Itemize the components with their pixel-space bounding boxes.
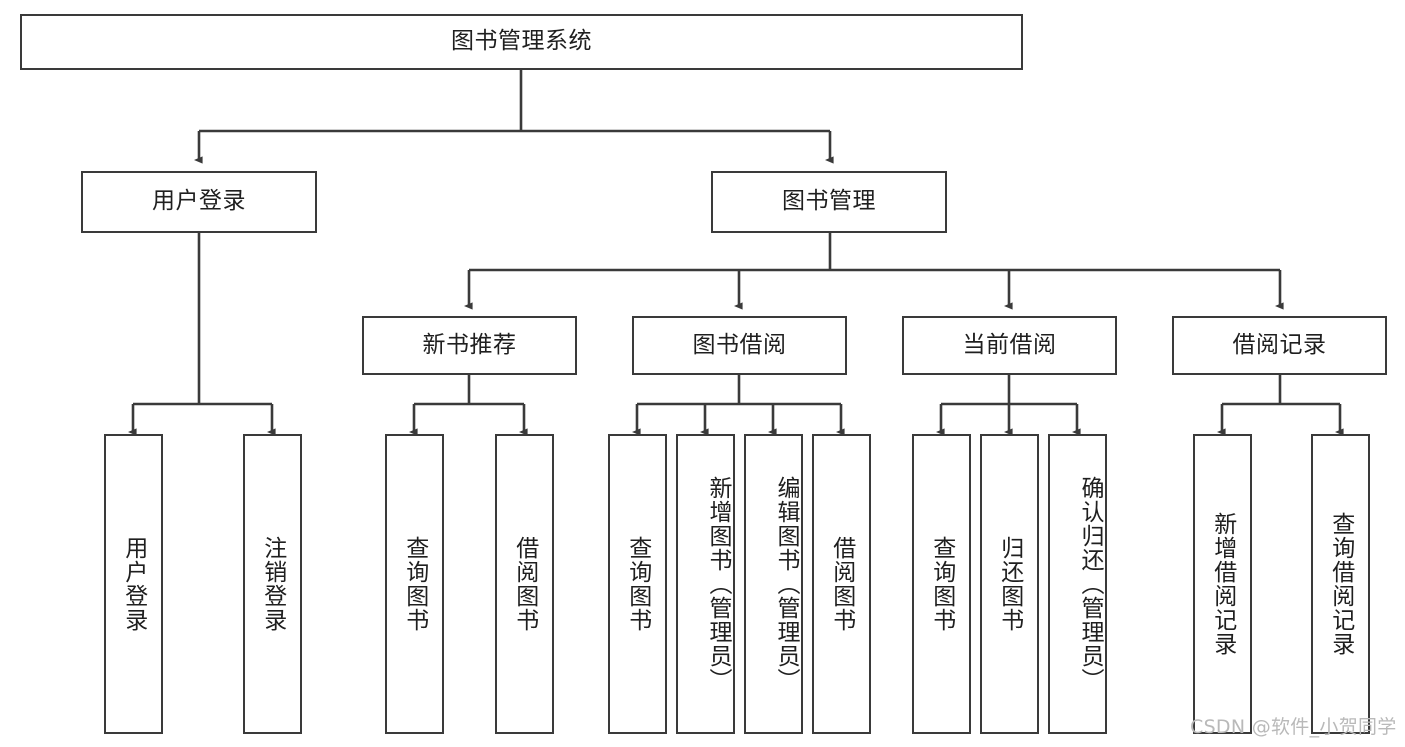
- leaf-borrow-book-newbook[interactable]: 借阅图书: [495, 434, 554, 734]
- node-label: 借阅记录: [1232, 331, 1327, 358]
- node-label: 新书推荐: [422, 331, 517, 358]
- leaf-add-book-admin[interactable]: 新增图书（管理员）: [676, 434, 735, 734]
- leaf-user-login[interactable]: 用户登录: [104, 434, 163, 734]
- node-label: 当前借阅: [962, 331, 1057, 358]
- node-label: 借阅图书: [511, 536, 538, 632]
- leaf-edit-book-admin[interactable]: 编辑图书（管理员）: [744, 434, 803, 734]
- node-label: 新增图书（管理员）: [705, 476, 731, 692]
- leaf-query-book-newbook[interactable]: 查询图书: [385, 434, 444, 734]
- leaf-query-book-borrow[interactable]: 查询图书: [608, 434, 667, 734]
- node-new-book-recommend[interactable]: 新书推荐: [362, 316, 577, 375]
- node-label: 确认归还（管理员）: [1077, 476, 1103, 692]
- leaf-return-book[interactable]: 归还图书: [980, 434, 1039, 734]
- leaf-confirm-return-admin[interactable]: 确认归还（管理员）: [1048, 434, 1107, 734]
- node-borrow-record[interactable]: 借阅记录: [1172, 316, 1387, 375]
- node-label: 查询图书: [928, 536, 955, 632]
- node-label: 查询图书: [624, 536, 651, 632]
- leaf-borrow-book[interactable]: 借阅图书: [812, 434, 871, 734]
- node-current-borrow[interactable]: 当前借阅: [902, 316, 1117, 375]
- leaf-query-borrow-record[interactable]: 查询借阅记录: [1311, 434, 1370, 734]
- node-label: 借阅图书: [828, 536, 855, 632]
- leaf-add-borrow-record[interactable]: 新增借阅记录: [1193, 434, 1252, 734]
- node-label: 图书借阅: [692, 331, 787, 358]
- node-label: 查询借阅记录: [1327, 512, 1354, 656]
- node-book-borrow[interactable]: 图书借阅: [632, 316, 847, 375]
- node-book-management-system[interactable]: 图书管理系统: [20, 14, 1023, 70]
- node-label: 用户登录: [120, 536, 147, 632]
- leaf-query-book-current[interactable]: 查询图书: [912, 434, 971, 734]
- node-label: 归还图书: [996, 536, 1023, 632]
- node-label: 用户登录: [152, 188, 246, 215]
- csdn-watermark: CSDN @软件_小贺同学: [1190, 716, 1397, 738]
- node-label: 图书管理: [782, 188, 876, 215]
- node-book-management[interactable]: 图书管理: [711, 171, 947, 233]
- node-label: 查询图书: [401, 536, 428, 632]
- node-label: 注销登录: [259, 536, 286, 632]
- node-label: 新增借阅记录: [1209, 512, 1236, 656]
- node-user-login[interactable]: 用户登录: [81, 171, 317, 233]
- node-label: 编辑图书（管理员）: [773, 476, 799, 692]
- leaf-logout[interactable]: 注销登录: [243, 434, 302, 734]
- node-label: 图书管理系统: [451, 28, 592, 55]
